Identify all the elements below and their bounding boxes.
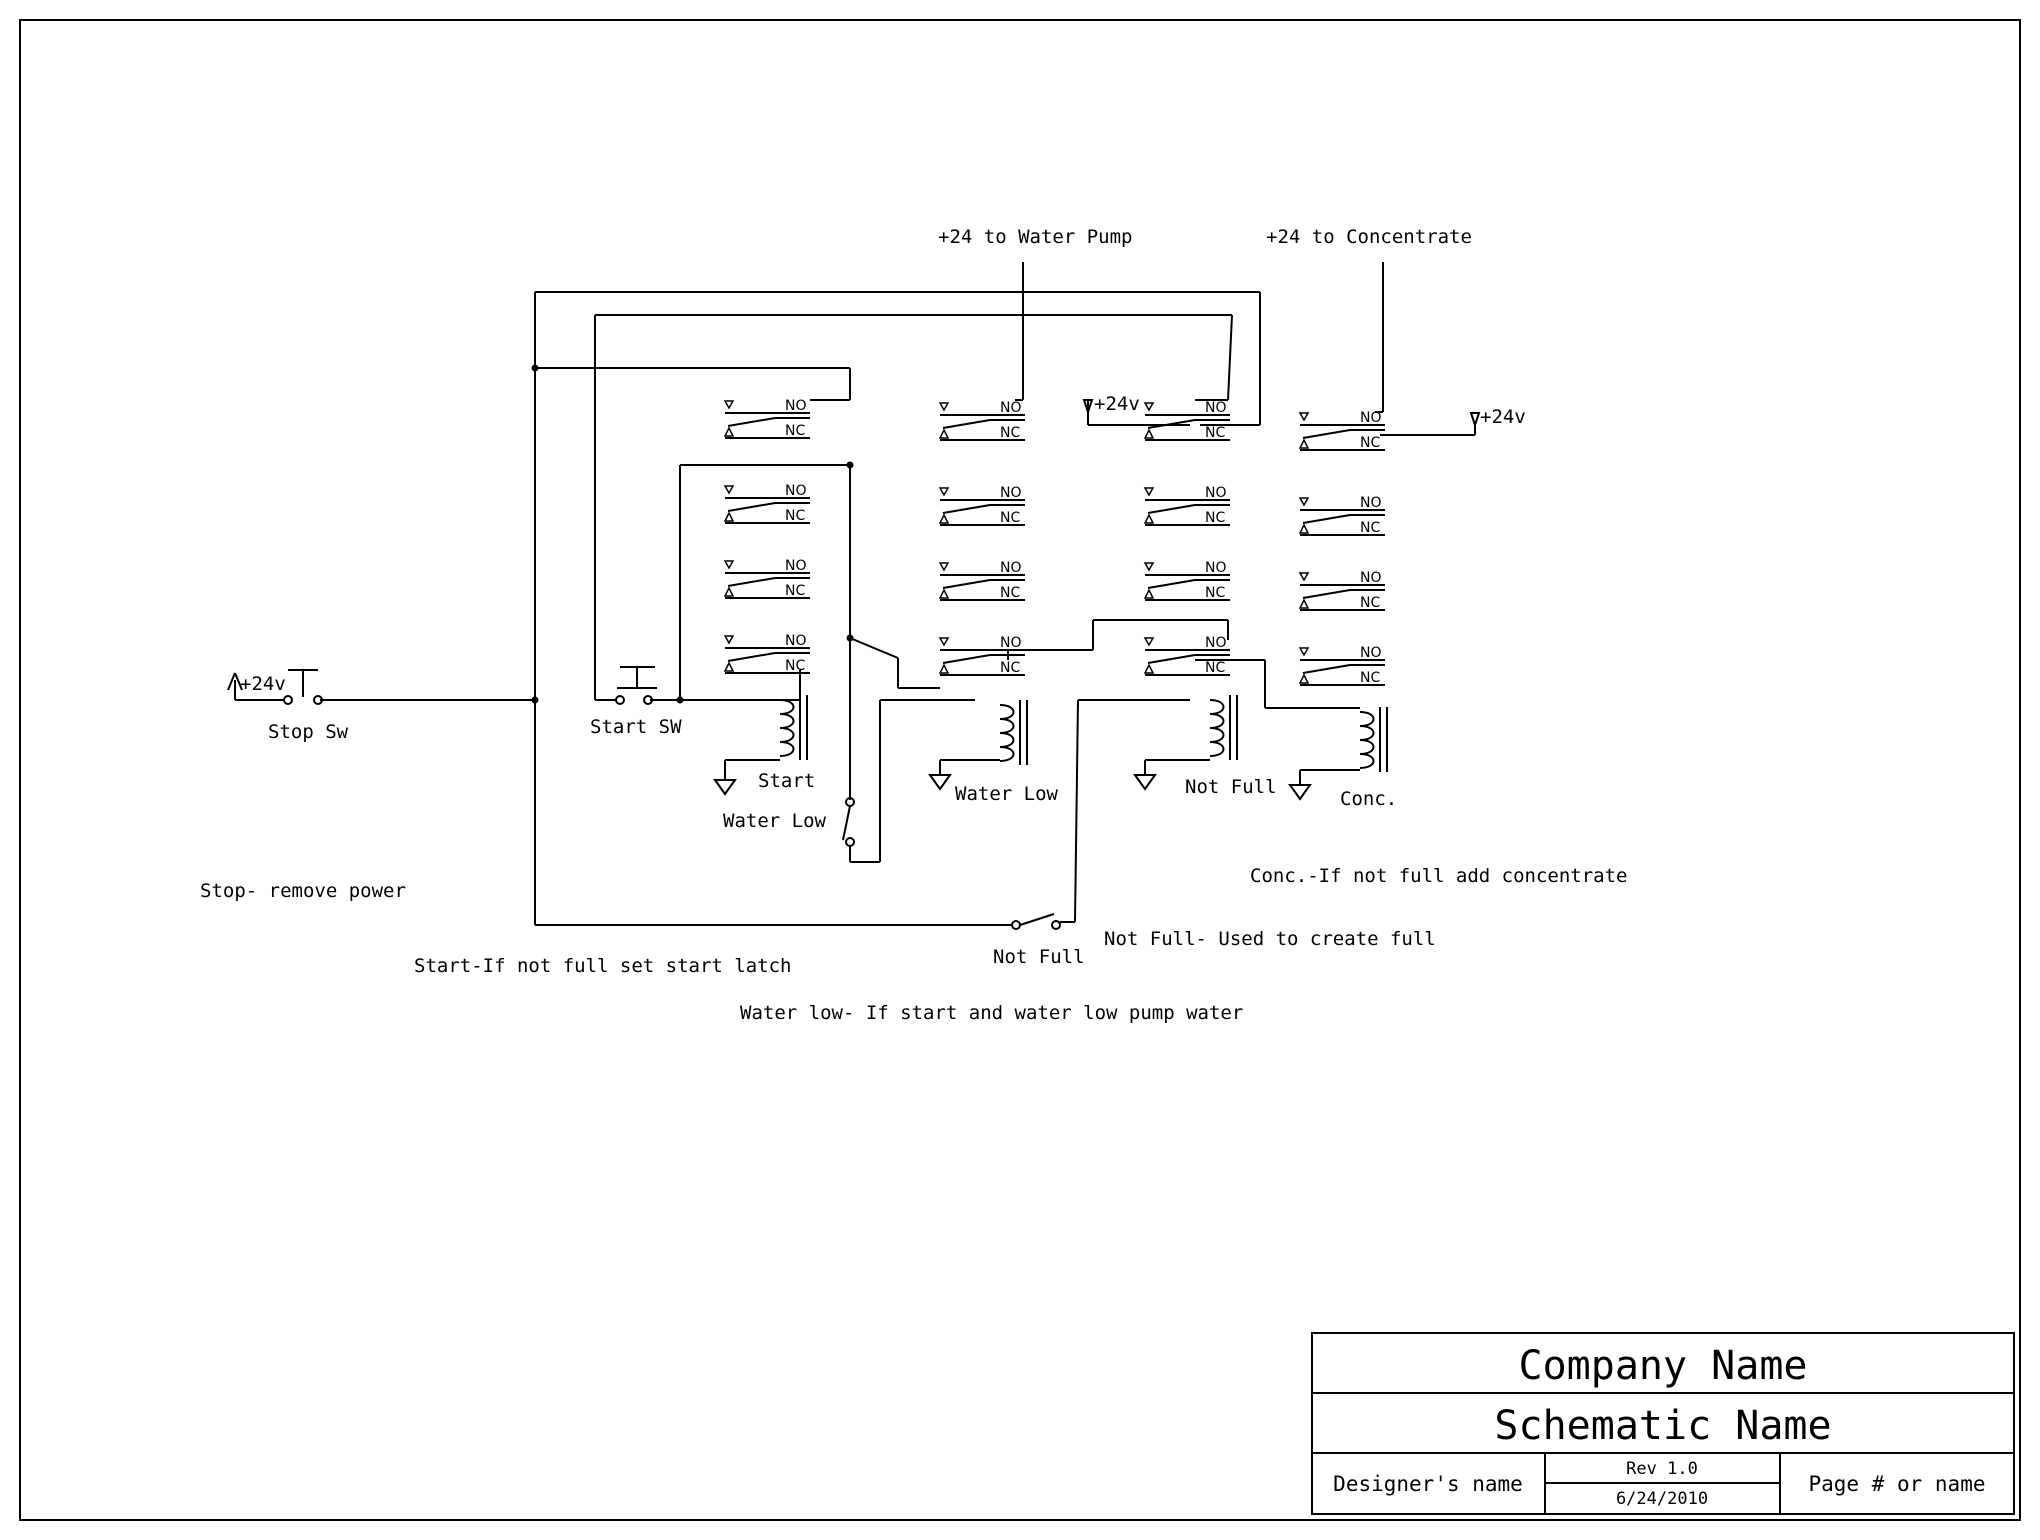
contact-nc-label: NC [1205, 425, 1225, 441]
water-low-contact-label: Water Low [723, 810, 827, 832]
contact-no-label: NO [1000, 400, 1022, 416]
designer-name: Designer's name [1333, 1472, 1523, 1496]
junction-dot [531, 696, 539, 704]
contact-nc-label: NC [1000, 510, 1020, 526]
not-full-relay-label: Not Full [1185, 776, 1277, 798]
ground-icon [1133, 774, 1157, 791]
contact-no-label: NO [785, 483, 807, 499]
revision: Rev 1.0 [1626, 1459, 1698, 1479]
schematic-name: Schematic Name [1494, 1403, 1831, 1449]
note-stop: Stop- remove power [200, 880, 406, 902]
revision-date: 6/24/2010 [1616, 1489, 1708, 1509]
relay-contact: NO NC [1143, 560, 1230, 601]
contact-nc-label: NC [1205, 585, 1225, 601]
relay-coil-icon [779, 695, 808, 760]
relay-contact: NO NC [938, 560, 1025, 601]
start-switch-label: Start SW [590, 716, 682, 738]
start-relay-label: Start [758, 770, 815, 792]
contact-no-label: NO [785, 398, 807, 414]
contact-no-label: NO [1360, 645, 1382, 661]
contact-nc-label: NC [1205, 660, 1225, 676]
relay-contact: NO NC [1143, 400, 1230, 441]
junction-dots [531, 364, 854, 704]
not-full-contact [1011, 913, 1061, 930]
contact-nc-label: NC [1205, 510, 1225, 526]
contact-nc-label: NC [785, 423, 805, 439]
contact-nc-label: NC [1000, 585, 1020, 601]
relay-contact: NO NC [723, 558, 810, 599]
stop-switch-label: Stop Sw [268, 721, 349, 743]
contact-no-label: NO [1360, 410, 1382, 426]
supply-arrow-icons [1082, 399, 1481, 429]
contact-nc-label: NC [1360, 670, 1380, 686]
relay-contact: NO NC [723, 398, 810, 439]
contact-nc-label: NC [785, 583, 805, 599]
relay-contact: NO NC [1143, 635, 1230, 676]
wiring [234, 262, 1476, 926]
contact-no-label: NO [785, 633, 807, 649]
concentrate-supply-label: +24 to Concentrate [1266, 226, 1472, 248]
contact-no-label: NO [1000, 560, 1022, 576]
relay-contact: NO NC [938, 400, 1025, 441]
contact-nc-label: NC [785, 508, 805, 524]
relay-contact: NO NC [1298, 645, 1385, 686]
ground-icon [1288, 784, 1312, 801]
note-start: Start-If not full set start latch [414, 955, 792, 977]
contact-no-label: NO [1360, 495, 1382, 511]
plus24-left-label: +24v [240, 673, 286, 695]
relay-coils [713, 695, 1388, 801]
contact-nc-label: NC [1360, 435, 1380, 451]
company-name: Company Name [1519, 1343, 1808, 1389]
ground-icon [713, 779, 737, 796]
contact-no-label: NO [1205, 485, 1227, 501]
contact-no-label: NO [1205, 635, 1227, 651]
junction-dot [846, 461, 854, 469]
water-low-relay-label: Water Low [955, 783, 1059, 805]
contact-no-label: NO [1360, 570, 1382, 586]
ground-icon [928, 774, 952, 791]
plus24-mid-label: +24v [1094, 393, 1140, 415]
contact-no-label: NO [1000, 485, 1022, 501]
junction-dot [846, 634, 854, 642]
contact-nc-label: NC [1360, 520, 1380, 536]
contact-no-label: NO [785, 558, 807, 574]
conc-relay-label: Conc. [1340, 788, 1397, 810]
relay-contact: NO NC [723, 633, 810, 674]
relay-contact-stacks: NO NC NO NC NO NC NO NC NO NC NO NC NO NC NO NC NO NC NO NC… [723, 398, 1385, 686]
contact-nc-label: NC [785, 658, 805, 674]
contact-no-label: NO [1000, 635, 1022, 651]
page-name: Page # or name [1808, 1472, 1985, 1496]
contact-nc-label: NC [1000, 660, 1020, 676]
contact-no-label: NO [1205, 560, 1227, 576]
stop-switch [227, 669, 323, 705]
sheet-border [19, 19, 2021, 1521]
relay-coil-icon [1359, 707, 1388, 772]
title-block: Company Name Schematic Name Designer's n… [1311, 1332, 2015, 1515]
note-conc: Conc.-If not full add concentrate [1250, 865, 1628, 887]
relay-contact: NO NC [1298, 410, 1385, 451]
relay-contact: NO NC [1143, 485, 1230, 526]
junction-dot [676, 696, 684, 704]
relay-coil-icon [999, 700, 1028, 765]
relay-contact: NO NC [1298, 570, 1385, 611]
start-switch [615, 666, 657, 705]
water-pump-supply-label: +24 to Water Pump [938, 226, 1132, 248]
not-full-contact-label: Not Full [993, 946, 1085, 968]
water-low-contact [845, 797, 855, 847]
note-water-low: Water low- If start and water low pump w… [740, 1002, 1243, 1024]
relay-contact: NO NC [723, 483, 810, 524]
relay-coil-icon [1209, 695, 1238, 760]
plus24-right-label: +24v [1480, 406, 1526, 428]
relay-contact: NO NC [1298, 495, 1385, 536]
relay-contact: NO NC [938, 635, 1025, 676]
note-not-full: Not Full- Used to create full [1104, 928, 1436, 950]
contact-nc-label: NC [1360, 595, 1380, 611]
junction-dot [531, 364, 539, 372]
contact-nc-label: NC [1000, 425, 1020, 441]
relay-contact: NO NC [938, 485, 1025, 526]
contact-no-label: NO [1205, 400, 1227, 416]
